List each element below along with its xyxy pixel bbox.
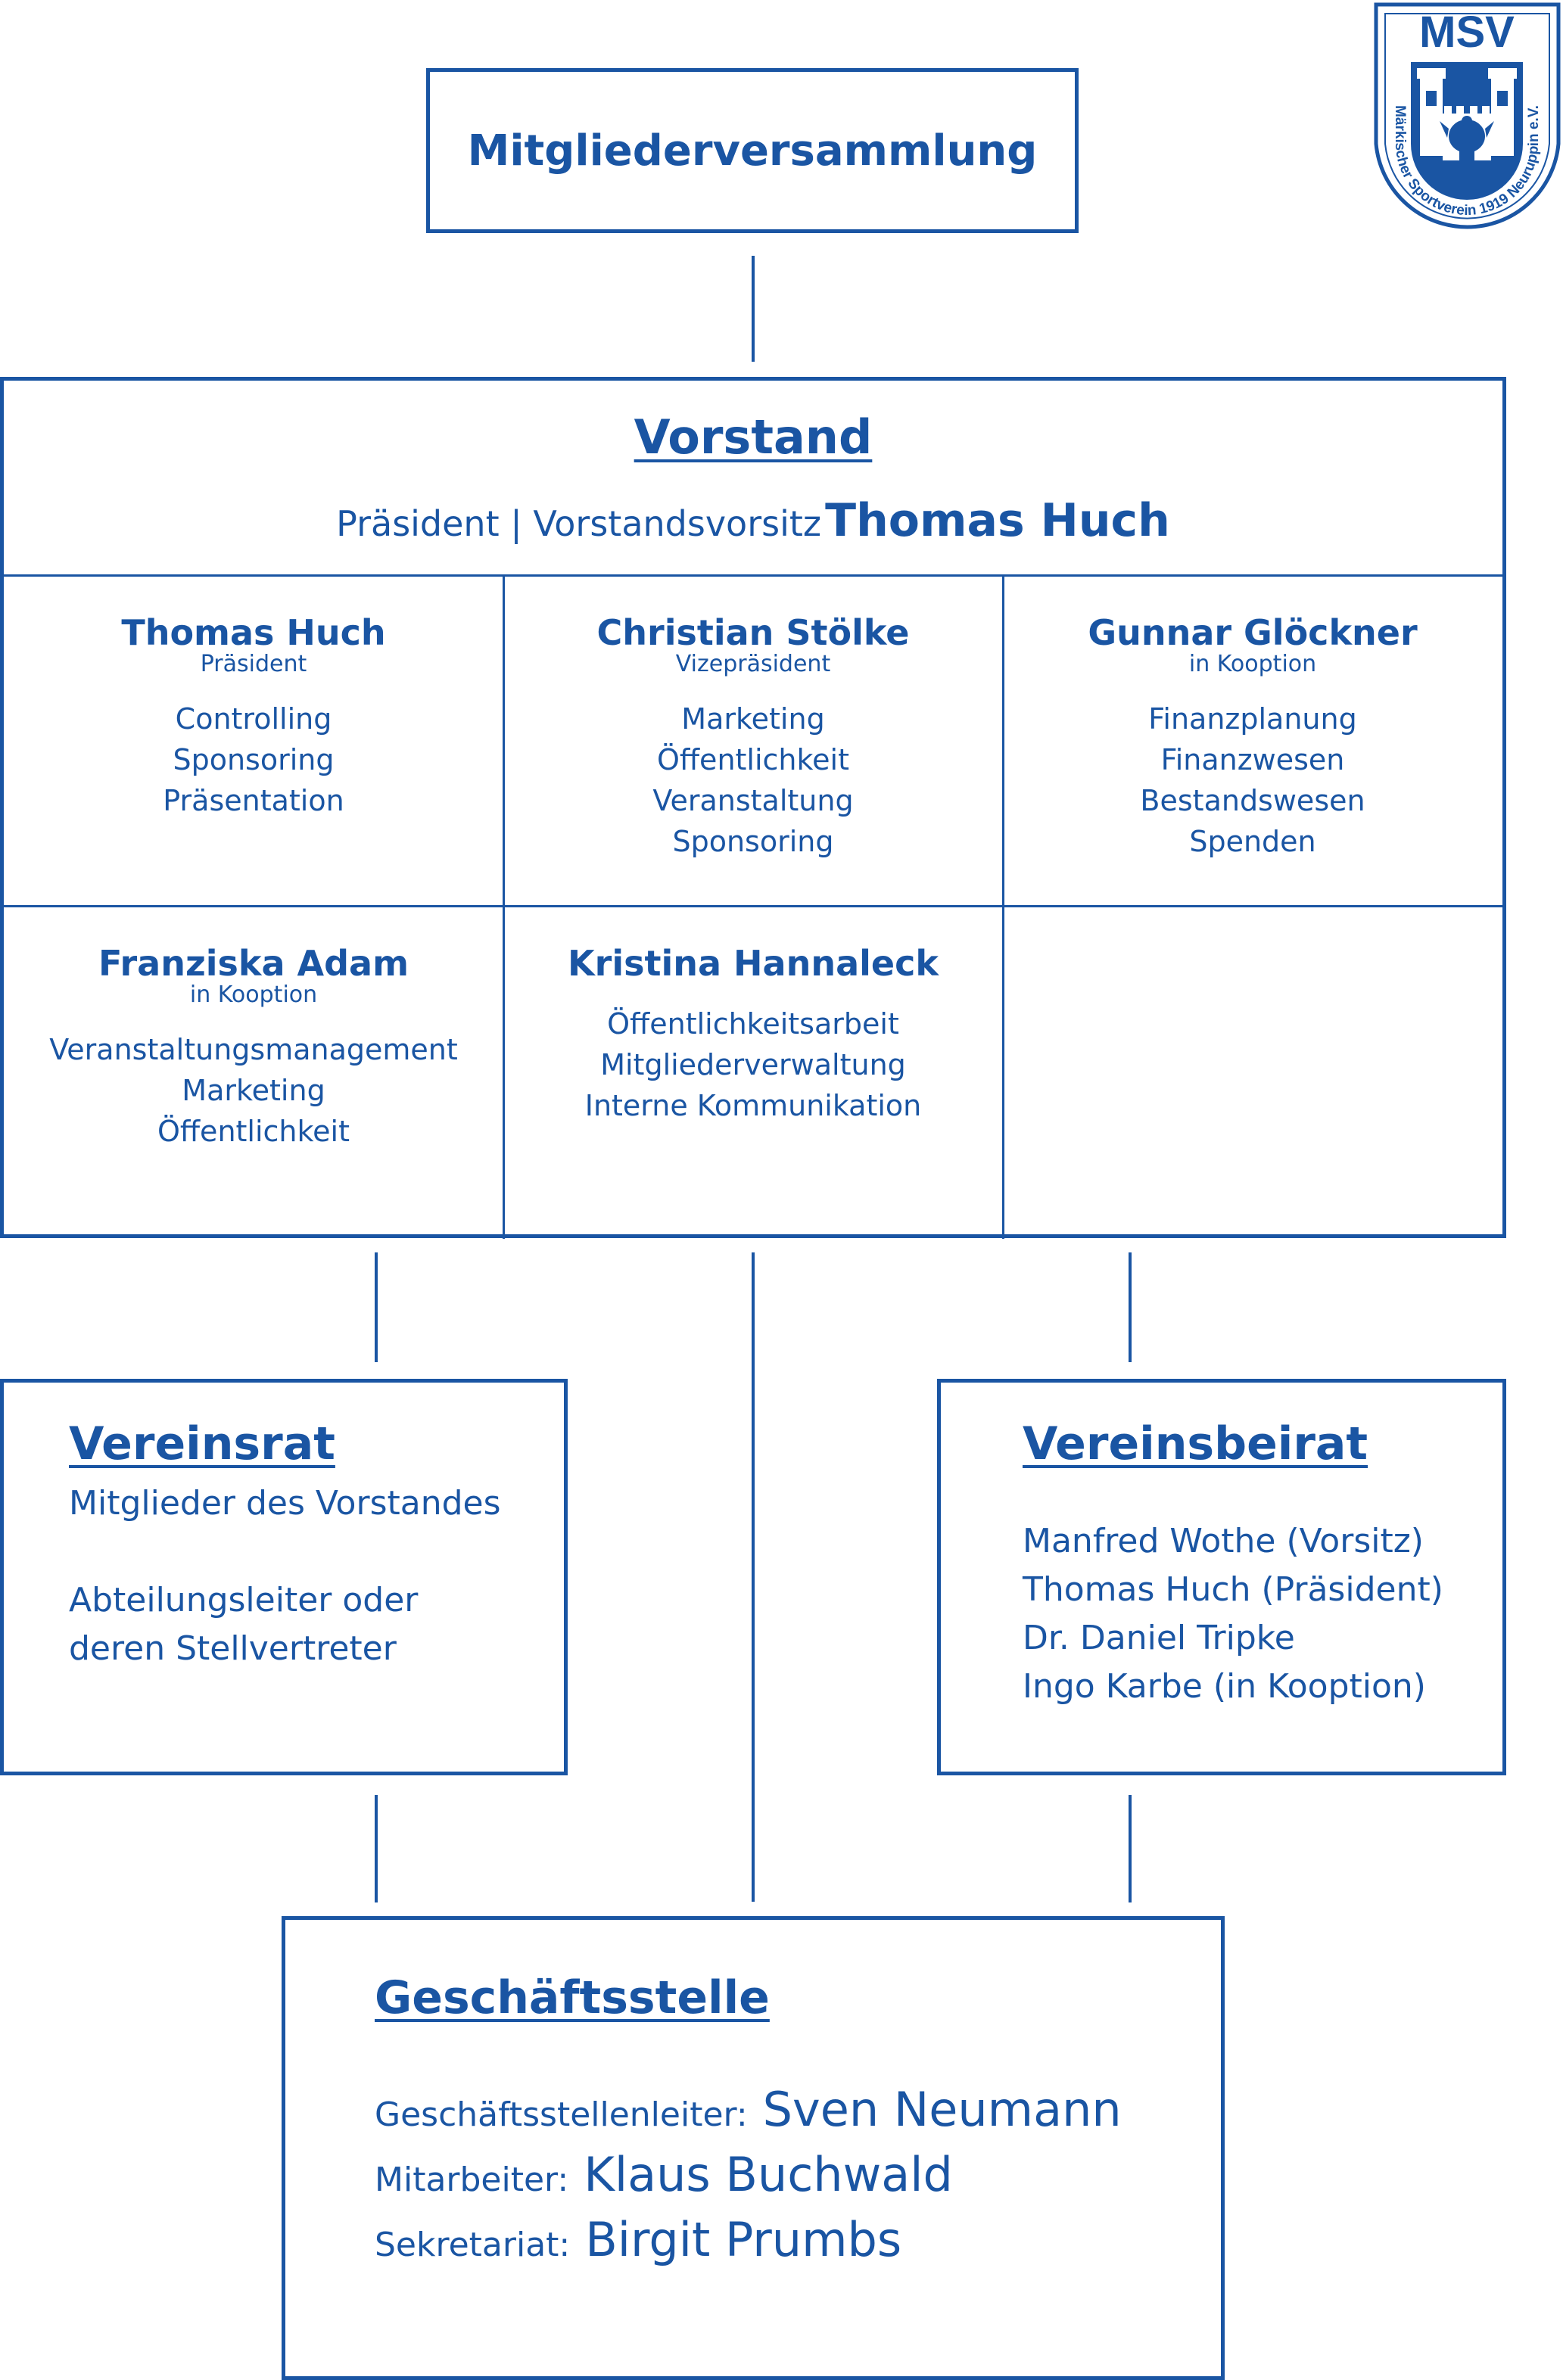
geschaeftsstelle-row: Geschäftsstellenleiter: Sven Neumann xyxy=(375,2082,1122,2142)
geschaeftsstelle-row: Mitarbeiter: Klaus Buchwald xyxy=(375,2147,953,2207)
row-label: Geschäftsstellenleiter: xyxy=(375,2095,748,2134)
task-item: Veranstaltung xyxy=(652,784,854,817)
task-item: Marketing xyxy=(681,702,825,736)
member-name: Christian Stölke xyxy=(596,612,910,653)
vorstand-member-cell: Christian Stölke Vizepräsident Marketing… xyxy=(503,614,1003,862)
member-tasks: Controlling Sponsoring Präsentation xyxy=(4,698,503,821)
geschaeftsstelle-box: Geschäftsstelle Geschäftsstellenleiter: … xyxy=(282,1916,1225,2380)
vorstand-member-cell: Kristina Hannaleck Öffentlichkeitsarbeit… xyxy=(503,944,1003,1126)
member-name: Franziska Adam xyxy=(98,943,409,984)
task-item: Spenden xyxy=(1189,825,1316,858)
task-item: Finanzwesen xyxy=(1160,743,1345,776)
vorstand-member-cell: Franziska Adam in Kooption Veranstaltung… xyxy=(4,944,503,1152)
geschaeftsstelle-title: Geschäftsstelle xyxy=(375,1971,770,2024)
vorstand-divider-vertical-2 xyxy=(1002,574,1004,1239)
vereinsrat-line: Mitglieder des Vorstandes xyxy=(69,1484,501,1523)
member-name: Gunnar Glöckner xyxy=(1088,612,1418,653)
member-name: Kristina Hannaleck xyxy=(568,943,939,984)
mitgliederversammlung-title: Mitgliederversammlung xyxy=(467,126,1038,176)
task-item: Sponsoring xyxy=(672,825,834,858)
vorstand-header: Vorstand Präsident | Vorstandsvorsitz Th… xyxy=(4,381,1502,577)
task-item: Marketing xyxy=(182,1074,325,1107)
connector-vereinsrat-geschaeftsstelle xyxy=(375,1795,378,1902)
row-label: Mitarbeiter: xyxy=(375,2161,569,2199)
vereinsbeirat-member: Ingo Karbe (in Kooption) xyxy=(1023,1667,1426,1706)
msv-logo: MSV Märkischer Sportverein 1919 Neuruppi… xyxy=(1372,0,1563,250)
connector-vorstand-vereinsrat xyxy=(375,1252,378,1362)
row-value: Sven Neumann xyxy=(762,2082,1122,2137)
task-item: Veranstaltungsmanagement xyxy=(49,1033,458,1066)
member-tasks: Öffentlichkeitsarbeit Mitgliederverwaltu… xyxy=(503,1003,1003,1126)
mitgliederversammlung-box: Mitgliederversammlung xyxy=(426,68,1079,233)
vereinsrat-line: Abteilungsleiter oder xyxy=(69,1581,419,1619)
task-item: Sponsoring xyxy=(173,743,335,776)
geschaeftsstelle-row: Sekretariat: Birgit Prumbs xyxy=(375,2212,901,2273)
member-name: Thomas Huch xyxy=(121,612,386,653)
member-role: Vizepräsident xyxy=(675,651,831,677)
msv-crest-icon: MSV Märkischer Sportverein 1919 Neuruppi… xyxy=(1374,2,1561,229)
vorstand-subtitle-label: Präsident | Vorstandsvorsitz xyxy=(336,503,822,544)
task-item: Controlling xyxy=(175,702,332,736)
vereinsrat-line: deren Stellvertreter xyxy=(69,1629,397,1668)
connector-vorstand-vereinsbeirat xyxy=(1129,1252,1132,1362)
task-item: Interne Kommunikation xyxy=(584,1089,922,1122)
vorstand-title: Vorstand xyxy=(634,409,873,465)
vorstand-member-cell: Gunnar Glöckner in Kooption Finanzplanun… xyxy=(1003,614,1502,862)
task-item: Öffentlichkeit xyxy=(656,743,850,776)
vereinsrat-title: Vereinsrat xyxy=(69,1417,335,1470)
connector-vorstand-geschaeftsstelle xyxy=(752,1252,755,1902)
vorstand-divider-vertical-1 xyxy=(503,574,505,1239)
task-item: Öffentlichkeitsarbeit xyxy=(607,1007,899,1041)
vorstand-subtitle-name: Thomas Huch xyxy=(825,494,1170,547)
row-value: Klaus Buchwald xyxy=(584,2147,953,2202)
vorstand-divider-horizontal-2 xyxy=(4,905,1502,907)
task-item: Bestandswesen xyxy=(1140,784,1365,817)
vereinsbeirat-member: Manfred Wothe (Vorsitz) xyxy=(1023,1522,1424,1560)
vereinsrat-box: Vereinsrat Mitglieder des Vorstandes Abt… xyxy=(0,1379,568,1775)
vereinsbeirat-box: Vereinsbeirat Manfred Wothe (Vorsitz) Th… xyxy=(937,1379,1506,1775)
vereinsbeirat-member: Thomas Huch (Präsident) xyxy=(1023,1570,1443,1609)
row-value: Birgit Prumbs xyxy=(585,2212,902,2267)
vorstand-divider-horizontal-1 xyxy=(4,574,1502,577)
task-item: Öffentlichkeit xyxy=(157,1115,350,1148)
member-tasks: Finanzplanung Finanzwesen Bestandswesen … xyxy=(1003,698,1502,862)
member-role: Präsident xyxy=(200,651,307,677)
vorstand-subtitle: Präsident | Vorstandsvorsitz Thomas Huch xyxy=(4,494,1502,547)
member-role: in Kooption xyxy=(189,982,318,1008)
member-tasks: Marketing Öffentlichkeit Veranstaltung S… xyxy=(503,698,1003,862)
row-label: Sekretariat: xyxy=(375,2226,571,2264)
vorstand-box: Vorstand Präsident | Vorstandsvorsitz Th… xyxy=(0,377,1506,1239)
vereinsbeirat-members: Manfred Wothe (Vorsitz) Thomas Huch (Prä… xyxy=(1023,1517,1443,1711)
member-tasks: Veranstaltungsmanagement Marketing Öffen… xyxy=(4,1029,503,1152)
vorstand-member-cell: Thomas Huch Präsident Controlling Sponso… xyxy=(4,614,503,821)
task-item: Mitgliederverwaltung xyxy=(600,1048,906,1081)
logo-abbr: MSV xyxy=(1419,8,1515,57)
vereinsbeirat-title: Vereinsbeirat xyxy=(1023,1417,1368,1470)
connector-vereinsbeirat-geschaeftsstelle xyxy=(1129,1795,1132,1902)
task-item: Präsentation xyxy=(163,784,344,817)
member-role: in Kooption xyxy=(1188,651,1317,677)
task-item: Finanzplanung xyxy=(1148,702,1357,736)
connector-mv-vorstand xyxy=(752,256,755,362)
vereinsbeirat-member: Dr. Daniel Tripke xyxy=(1023,1619,1295,1657)
